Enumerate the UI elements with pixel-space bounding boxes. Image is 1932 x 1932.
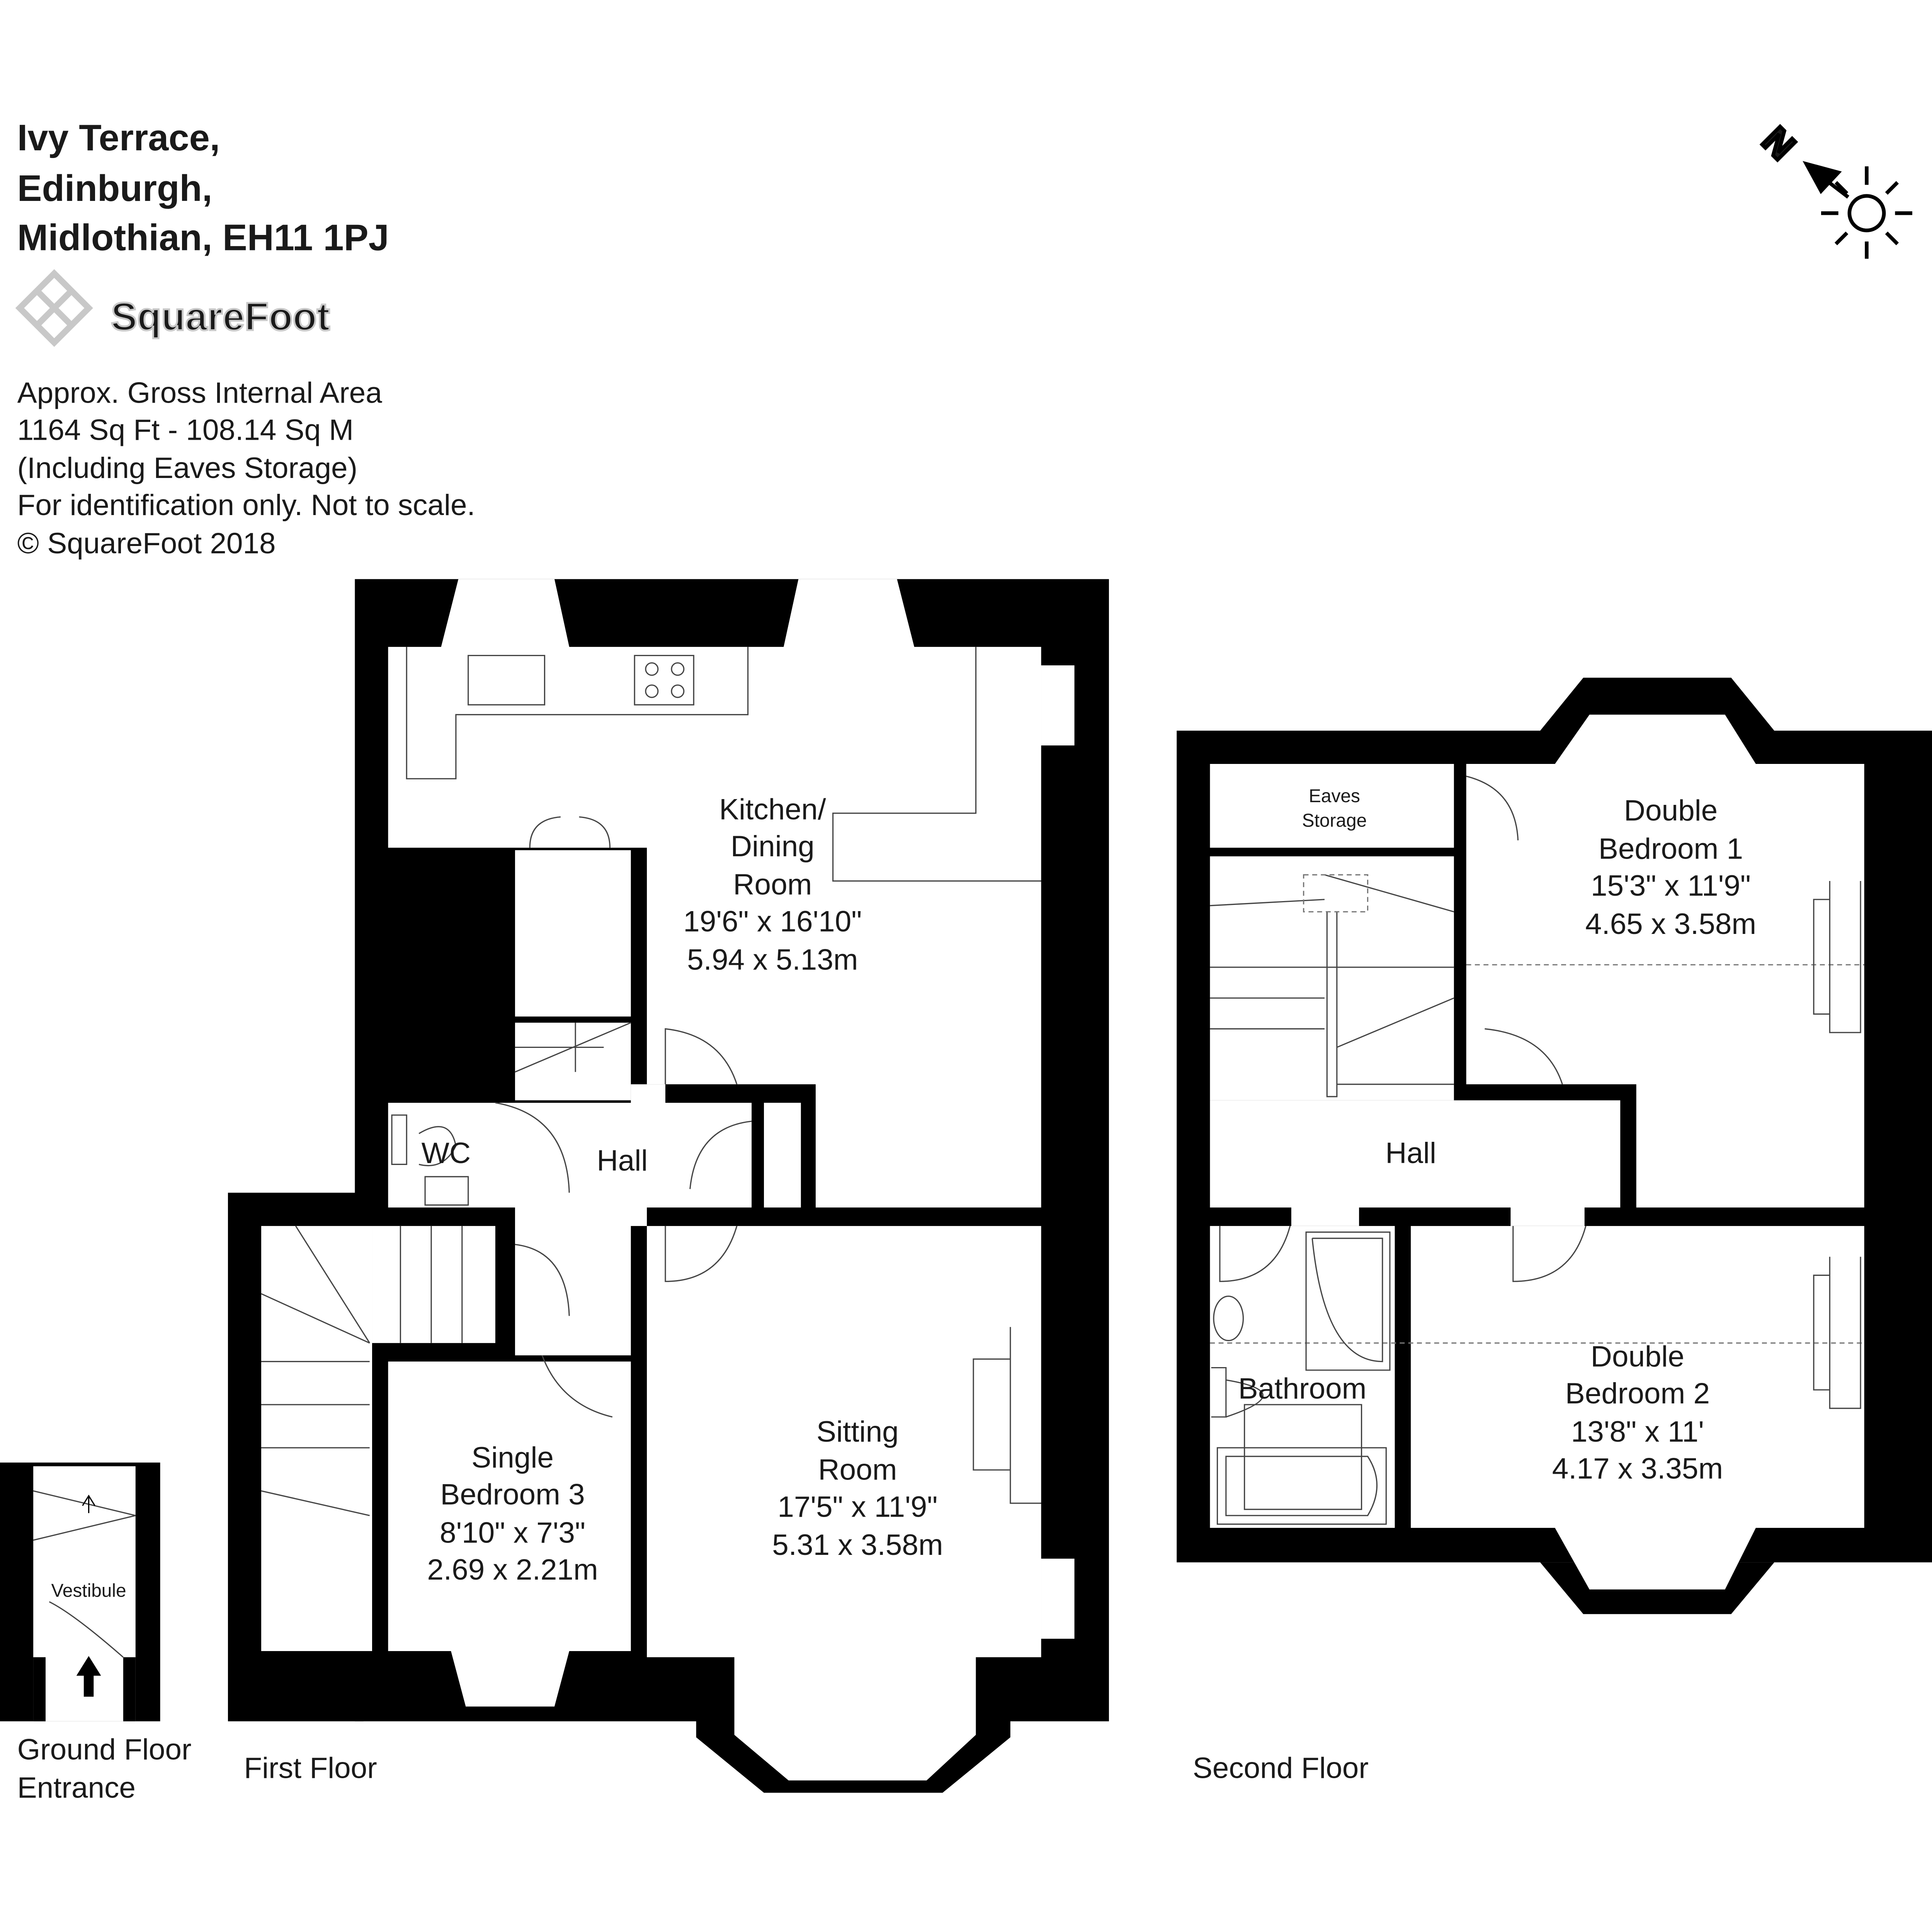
sitting-imperial: 17'5" x 11'9" [777, 1490, 937, 1523]
bedroom1-name-2: Bedroom 1 [1599, 833, 1743, 866]
bathroom-label: Bathroom [1238, 1372, 1367, 1405]
bedroom1-metric: 4.65 x 3.58m [1585, 908, 1756, 940]
bedroom2-name-1: Double [1591, 1340, 1684, 1373]
area-line-4: For identification only. Not to scale. [17, 489, 475, 522]
bedroom3-metric: 2.69 x 2.21m [427, 1553, 598, 1586]
hall-label: Hall [597, 1144, 648, 1177]
bedroom3-name-1: Single [471, 1441, 554, 1474]
second-floor-label: Second Floor [1193, 1752, 1369, 1784]
kitchen-name-1: Kitchen/ [719, 793, 826, 826]
stair-arrow-icon [82, 1495, 95, 1513]
ground-floor-plan: Vestibule Ground Floor Entrance [0, 1463, 191, 1804]
hall-2-label: Hall [1385, 1137, 1436, 1170]
north-label: N [1755, 119, 1803, 168]
area-line-1: Approx. Gross Internal Area [17, 377, 383, 410]
address-line-3: Midlothian, EH11 1PJ [17, 217, 389, 258]
vestibule-label: Vestibule [51, 1581, 126, 1601]
area-line-5: © SquareFoot 2018 [17, 527, 276, 560]
ground-floor-label-1: Ground Floor [17, 1733, 192, 1766]
area-info: Approx. Gross Internal Area 1164 Sq Ft -… [17, 377, 475, 560]
kitchen-metric: 5.94 x 5.13m [687, 944, 858, 976]
wc-label: WC [422, 1137, 471, 1170]
entrance-arrow-icon [76, 1656, 101, 1697]
bedroom2-imperial: 13'8" x 11' [1571, 1415, 1704, 1448]
sitting-name-1: Sitting [816, 1415, 899, 1448]
area-line-2: 1164 Sq Ft - 108.14 Sq M [17, 413, 354, 446]
bedroom3-name-2: Bedroom 3 [440, 1478, 585, 1511]
kitchen-imperial: 19'6" x 16'10" [683, 905, 862, 938]
logo-text: SquareFoot [111, 295, 330, 339]
ground-floor-label-2: Entrance [17, 1771, 136, 1804]
kitchen-name-2: Dining [731, 830, 815, 863]
squarefoot-logo: SquareFoot [15, 269, 331, 347]
bedroom3-imperial: 8'10" x 7'3" [440, 1516, 585, 1549]
bedroom1-imperial: 15'3" x 11'9" [1591, 869, 1751, 902]
logo-mark-icon [15, 269, 93, 347]
north-compass-icon: N [1753, 117, 1912, 259]
first-floor-label: First Floor [244, 1752, 377, 1784]
first-floor-plan: Kitchen/ Dining Room 19'6" x 16'10" 5.94… [228, 579, 1109, 1793]
address-line-1: Ivy Terrace, [17, 117, 220, 158]
bedroom2-metric: 4.17 x 3.35m [1552, 1452, 1723, 1485]
address-line-2: Edinburgh, [17, 168, 213, 209]
address-block: Ivy Terrace, Edinburgh, Midlothian, EH11… [17, 117, 389, 258]
bedroom1-name-1: Double [1624, 794, 1718, 827]
kitchen-name-3: Room [733, 868, 812, 901]
second-floor-plan: Eaves Storage Double Bedroom 1 15'3" x 1… [1177, 677, 1932, 1784]
sitting-metric: 5.31 x 3.58m [772, 1529, 943, 1561]
eaves-name-1: Eaves [1309, 786, 1360, 806]
area-line-3: (Including Eaves Storage) [17, 452, 357, 485]
sitting-name-2: Room [818, 1454, 897, 1486]
eaves-name-2: Storage [1302, 811, 1367, 831]
bedroom2-name-2: Bedroom 2 [1565, 1377, 1710, 1410]
